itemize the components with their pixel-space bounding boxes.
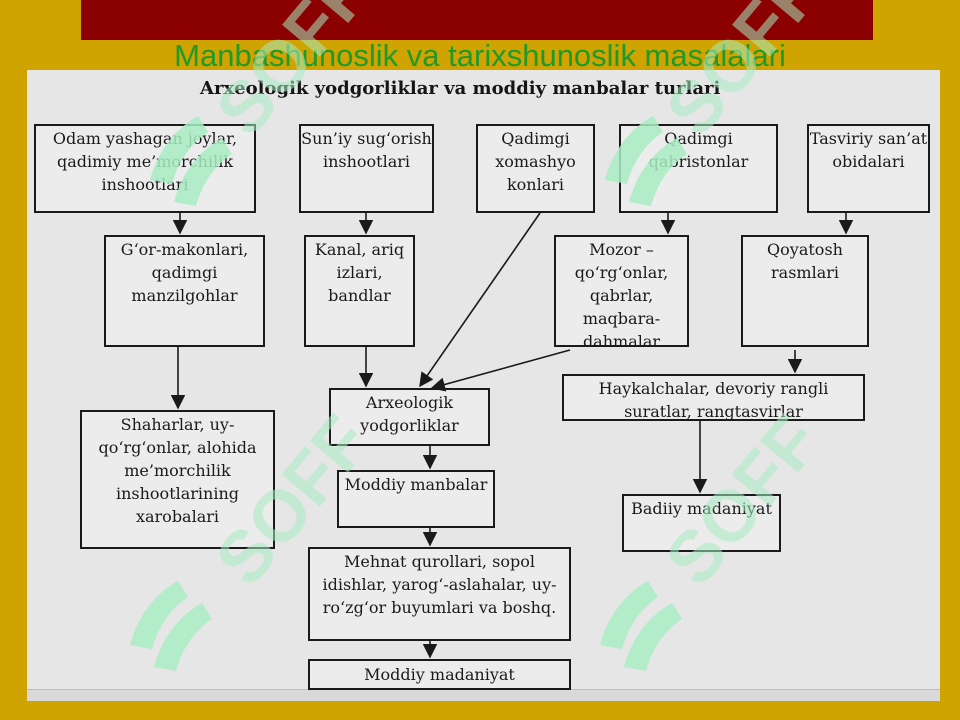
node-mozor: Mozor – qo‘rg‘onlar, qabrlar, maqbara-da… bbox=[554, 235, 689, 347]
node-qoyatosh: Qoyatosh rasmlari bbox=[741, 235, 869, 347]
node-mehnat: Mehnat qurollari, sopol idishlar, yarog‘… bbox=[308, 547, 571, 641]
node-moddiy-madaniyat: Moddiy madaniyat bbox=[308, 659, 571, 690]
arrow-xomashyo-to-arxeologik bbox=[419, 212, 541, 388]
node-haykalchalar: Haykalchalar, devoriy rangli suratlar, r… bbox=[562, 374, 865, 421]
diagram-title: Arxeologik yodgorliklar va moddiy manbal… bbox=[200, 78, 721, 99]
node-suniy-sugorish: Sun’iy sug‘orish inshootlari bbox=[299, 124, 434, 213]
node-badiiy: Badiiy madaniyat bbox=[622, 494, 781, 552]
node-kanal: Kanal, ariq izlari, bandlar bbox=[304, 235, 415, 347]
arrow-mozor-to-arxeologik bbox=[430, 349, 571, 392]
node-xomashyo: Qadimgi xomashyo konlari bbox=[476, 124, 595, 213]
title-banner bbox=[81, 0, 873, 40]
node-gor-makonlari: G‘or-makonlari, qadimgi manzilgohlar bbox=[104, 235, 265, 347]
node-moddiy-manbalar: Moddiy manbalar bbox=[337, 470, 495, 528]
node-arxeologik: Arxeologik yodgorliklar bbox=[329, 388, 490, 446]
node-tasviriy: Tasviriy san’at obidalari bbox=[807, 124, 930, 213]
node-shaharlar: Shaharlar, uy-qo‘rg‘onlar, alohida me’mo… bbox=[80, 410, 275, 549]
slide-title: Manbashunoslik va tarixshunoslik masalal… bbox=[174, 38, 786, 73]
